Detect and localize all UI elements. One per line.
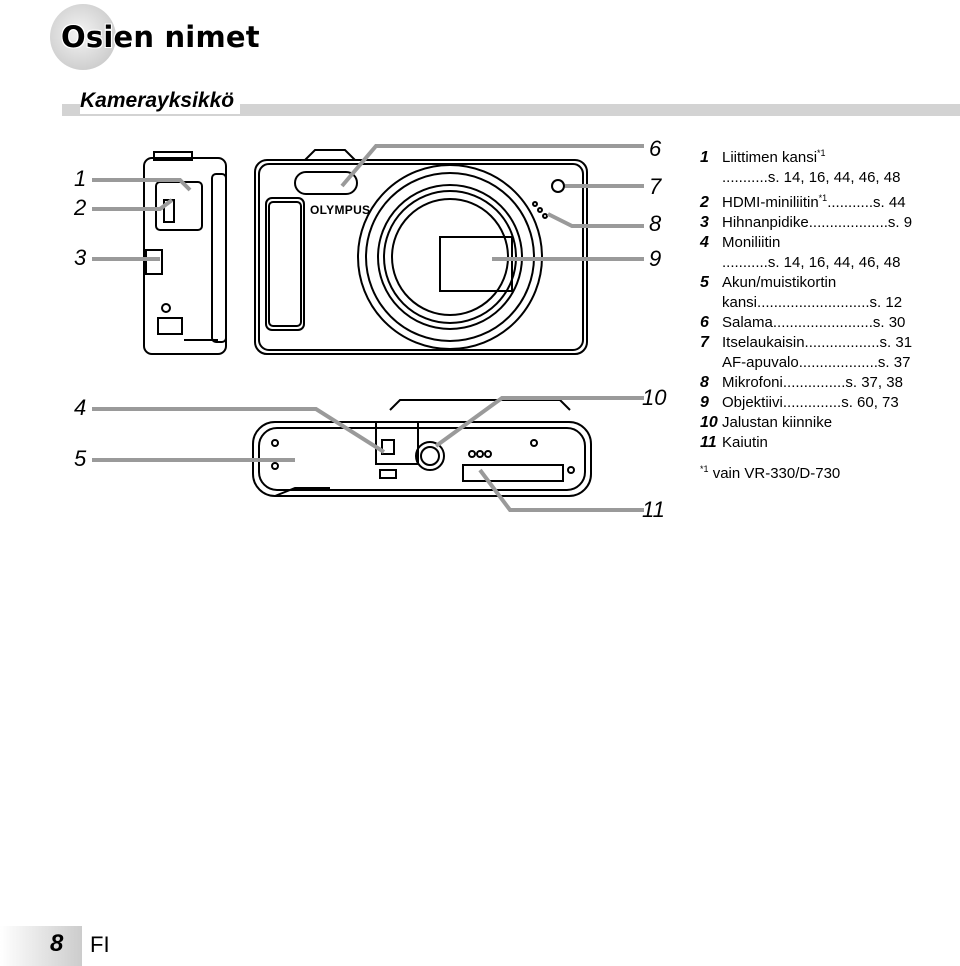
camera-line-drawing (92, 144, 644, 512)
language-code: FI (90, 932, 110, 957)
page-number: 8 (50, 930, 64, 957)
callout-4: 4 (74, 395, 87, 420)
camera-figure: 1 2 3 4 5 6 7 8 9 10 11 OLYMPUS (60, 130, 685, 530)
leader-lines (92, 144, 644, 512)
title-circle-decoration (50, 4, 116, 70)
callout-6: 6 (649, 136, 662, 161)
callout-8: 8 (649, 211, 662, 236)
callout-7: 7 (649, 174, 662, 199)
page-title: Osien nimet (61, 20, 260, 54)
callout-10: 10 (642, 385, 667, 410)
callout-11: 11 (642, 497, 665, 522)
camera-side-view (143, 151, 227, 355)
callout-9: 9 (649, 246, 662, 271)
camera-front-view (254, 149, 588, 355)
title-block: Osien nimet (50, 4, 350, 74)
callout-3: 3 (74, 245, 87, 270)
footer-shade (0, 926, 82, 966)
callout-1: 1 (74, 166, 87, 191)
callout-2: 2 (74, 195, 87, 220)
footnote: *1 vain VR-330/D-730 (700, 464, 841, 482)
section-title: Kamerayksikkö (80, 88, 241, 114)
callout-5: 5 (74, 446, 87, 471)
camera-bottom-view (252, 399, 592, 497)
section-bar (62, 104, 960, 116)
brand-logo: OLYMPUS (310, 203, 371, 217)
